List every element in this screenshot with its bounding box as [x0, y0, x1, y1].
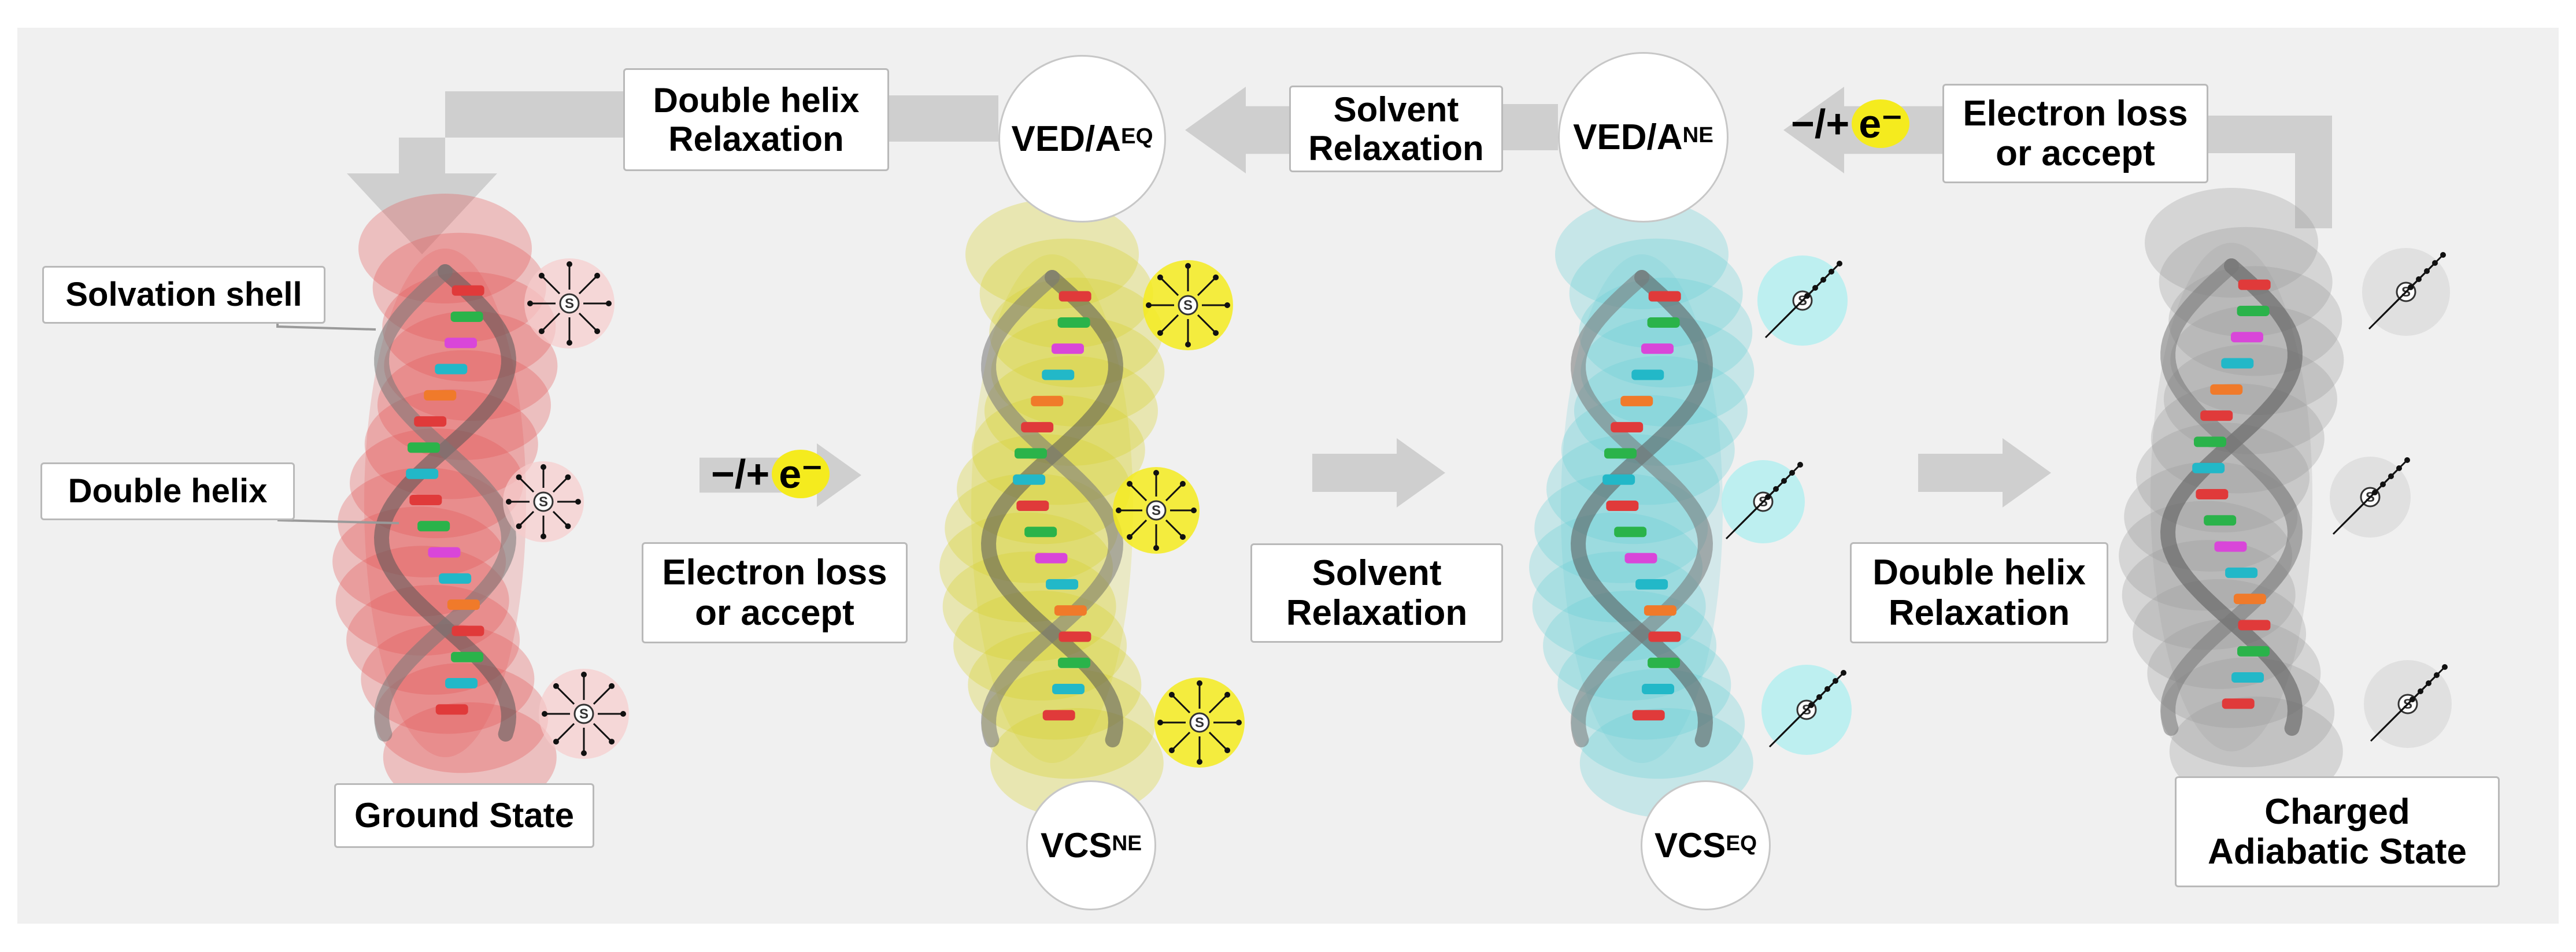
charged-marker-top: S: [2362, 248, 2450, 336]
vcs-eq-base: VCS: [1654, 826, 1726, 865]
vcs-eq-marker-bottom: S: [1761, 665, 1852, 755]
solvent-marker-letter: S: [539, 494, 548, 510]
top-electron-loss-label: Electron loss or accept: [1942, 84, 2208, 183]
mid-electron-loss-line2: or accept: [695, 592, 854, 633]
solvent-marker-letter: S: [1183, 298, 1193, 313]
mid-helix-relaxation-line2: Relaxation: [1888, 592, 2070, 633]
arrow-vcs-ne-to-vcs-eq: [1312, 438, 1445, 508]
mid-electron-badge: e⁻: [772, 450, 830, 498]
top-electron-loss-line1: Electron loss: [1963, 93, 2188, 134]
top-solvent-relaxation-line1: Solvent: [1333, 90, 1459, 129]
vcs-ne-marker-top: S: [1143, 260, 1233, 350]
arrow-down-to-ground: [347, 91, 623, 254]
solvent-marker-letter: S: [1195, 715, 1204, 731]
double-helix-leader: [277, 519, 399, 524]
mid-electron-loss-line1: Electron loss: [662, 553, 887, 593]
double-helix-text: Double helix: [68, 472, 268, 510]
charged-state-line1: Charged: [2264, 791, 2410, 832]
vcs-ne-base: VCS: [1040, 826, 1112, 865]
top-solvent-relaxation-label: Solvent Relaxation: [1289, 86, 1503, 172]
arrow-charged-up-elbow: [2208, 116, 2332, 228]
charged-state-line2: Adiabatic State: [2208, 832, 2467, 872]
solvent-marker-letter: S: [1152, 503, 1161, 518]
ved-eq-base: VED/A: [1011, 118, 1121, 159]
ground-state-text: Ground State: [354, 796, 574, 835]
top-electron-prefix: −/+: [1791, 101, 1850, 146]
top-helix-relaxation-line2: Relaxation: [668, 120, 844, 158]
vcs-ne-marker-bottom: S: [1154, 677, 1245, 768]
dna-molecules: [332, 188, 2344, 818]
ved-ne-base: VED/A: [1573, 117, 1683, 157]
vcs-ne-dna: [939, 199, 1165, 818]
ground-marker-bottom: S: [539, 669, 629, 759]
mid-solvent-relaxation-label: Solvent Relaxation: [1250, 543, 1503, 643]
vcs-eq-sup: EQ: [1726, 831, 1757, 855]
mid-solvent-relaxation-line1: Solvent: [1312, 553, 1442, 593]
mid-helix-relaxation-line1: Double helix: [1872, 553, 2086, 593]
mid-helix-relaxation-label: Double helix Relaxation: [1850, 542, 2108, 643]
solvation-shell-leader: [276, 324, 376, 331]
double-helix-label: Double helix: [40, 462, 295, 520]
solvent-markers: S S S S S S S S S S S S: [503, 248, 2452, 768]
vcs-eq-dna: [1529, 199, 1755, 818]
arrow-vcs-eq-to-charged: [1918, 438, 2051, 508]
connector-helix-to-ved-eq: [889, 95, 998, 142]
charged-adiabatic-state-label: Charged Adiabatic State: [2175, 776, 2500, 887]
arrow-solvent-to-ved-eq: [1185, 87, 1301, 173]
callout-lines: [276, 324, 399, 524]
ground-marker-top: S: [524, 258, 615, 349]
mid-electron-loss-label: Electron loss or accept: [642, 542, 908, 643]
top-solvent-relaxation-line2: Relaxation: [1308, 129, 1484, 168]
top-electron-loss-line2: or accept: [1996, 134, 2155, 173]
charged-state-dna: [2119, 188, 2344, 806]
mid-electron-transfer-tag: −/+ e⁻: [711, 450, 830, 498]
vcs-ne-marker-mid: S: [1113, 467, 1200, 554]
mid-electron-prefix: −/+: [711, 451, 770, 497]
ground-state-dna: [332, 194, 558, 812]
top-helix-relaxation-label: Double helix Relaxation: [623, 68, 889, 171]
solvation-shell-label: Solvation shell: [42, 266, 325, 324]
ground-marker-mid: S: [503, 461, 584, 542]
vcs-ne-sup: NE: [1112, 831, 1142, 855]
top-electron-badge: e⁻: [1852, 99, 1910, 148]
ground-state-label: Ground State: [334, 783, 594, 848]
vcs-eq-marker-top: S: [1757, 255, 1848, 346]
mid-solvent-relaxation-line2: Relaxation: [1286, 593, 1468, 633]
charged-marker-bottom: S: [2364, 660, 2452, 748]
solvation-shell-text: Solvation shell: [65, 275, 302, 313]
connector-solvent-to-ved-ne: [1503, 104, 1558, 150]
ved-ne-sup: NE: [1682, 122, 1713, 147]
top-helix-relaxation-line1: Double helix: [653, 80, 860, 120]
charged-marker-mid: S: [2330, 457, 2411, 538]
ved-eq-sup: EQ: [1120, 124, 1153, 149]
vcs-eq-marker-mid: S: [1722, 460, 1805, 543]
top-electron-transfer-tag: −/+ e⁻: [1791, 99, 1910, 148]
solvent-marker-letter: S: [565, 296, 574, 312]
solvent-marker-letter: S: [579, 706, 589, 722]
